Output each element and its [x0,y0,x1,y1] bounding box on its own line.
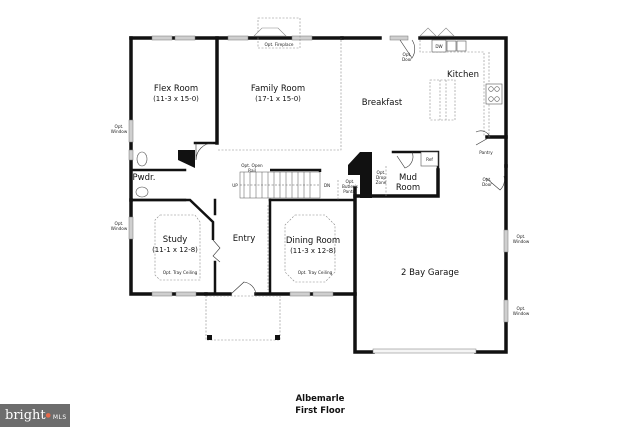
watermark-suffix: MLS [52,414,67,421]
staircase [239,171,321,199]
study-tray-ceiling [154,214,201,281]
garage-opt-door-note: Opt. Door [481,177,493,187]
toilet [136,151,148,167]
garage-label: 2 Bay Garage [400,268,459,278]
flex-room-label: Flex Room [153,84,199,94]
flex-room-dims: (11-3 x 15-0) [153,95,199,103]
watermark-dot-icon: ● [45,412,51,419]
mud-room-label: Mud Room [395,173,421,193]
flex-window-note: Opt. Window [110,124,128,134]
garage-opt-door [485,175,505,191]
wall-block [178,150,195,168]
dining-tray-ceiling [284,214,336,283]
family-room-label: Family Room [250,84,306,94]
breakfast-label: Breakfast [361,98,403,108]
floor-name: First Floor [295,406,345,416]
flex-door [195,142,214,161]
pantry-door [475,130,491,146]
dining-room-label: Dining Room [285,236,341,246]
breakfast-opt-door [399,39,416,59]
kitchen-island [429,79,456,121]
sink-right [456,40,467,52]
open-rail-note: Opt. Open Rail [241,163,263,173]
plan-name: Albemarle [295,394,345,404]
sink-left [446,40,457,52]
mud-door [396,151,414,169]
fireplace-note: Opt. Fireplace [264,42,294,47]
garage-window-note-1: Opt. Window [512,234,530,244]
entry-label: Entry [232,234,256,244]
dishwasher [431,39,447,53]
dishwasher-note: DW [435,44,443,49]
garage-window-note-2: Opt. Window [512,306,530,316]
kitchen-label: Kitchen [447,70,479,80]
pantry-note: Pantry [479,150,493,155]
study-tray-note: Opt. Tray Ceiling [162,270,198,275]
powder-sink [135,186,149,198]
study-double-door [212,239,221,263]
stairs-down-note: DN [323,183,331,188]
study-dims: (11-1 x 12-8) [152,246,198,254]
study-window-note: Opt. Window [110,221,128,231]
butlers-pantry-note: Opt. Butler's Pantry [342,179,358,194]
study-angled-wall [131,198,215,240]
dining-tray-note: Opt. Tray Ceiling [297,270,333,275]
wall-block [348,152,372,198]
ref-note: Ref [426,157,433,162]
dining-room-dims: (11-3 x 12-8) [290,247,336,255]
powder-room-label: Pwdr. [132,173,156,183]
window-triangle [419,27,437,37]
range [485,83,503,105]
front-door [230,281,257,295]
watermark-brand: bright [5,408,46,423]
refrigerator [420,151,439,167]
fireplace-outline [257,17,301,49]
front-porch [205,295,281,341]
opt-door-note: Opt. Door [401,52,413,62]
family-room-dims: (17-1 x 15-0) [255,95,301,103]
drop-zone-note: Opt. Drop Zone [375,170,387,185]
stairs-up-note: UP [232,183,238,188]
bright-mls-watermark: bright●MLS [0,404,70,427]
study-label: Study [162,235,188,245]
